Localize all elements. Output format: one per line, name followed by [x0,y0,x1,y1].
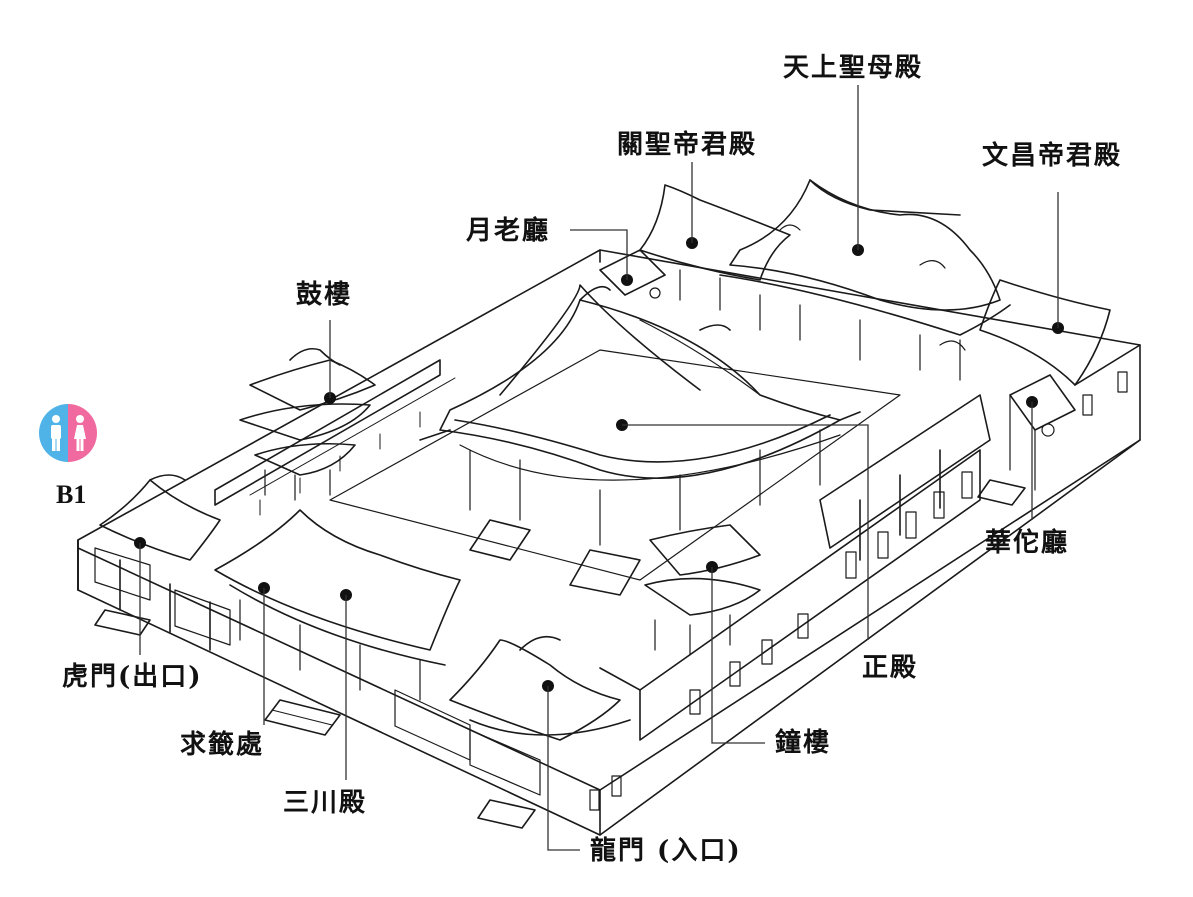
bell-tower [649,524,761,576]
leader-zhonglou [711,567,765,744]
female-figure-icon [74,415,86,451]
restroom-floor-label: B1 [56,480,87,509]
rear-hall-roof [729,179,1001,311]
label-tianshang: 天上聖母殿 [783,53,924,83]
label-humen: 虎門(出口) [62,662,203,692]
male-figure-icon [51,415,61,451]
label-qiuqian: 求籤處 [180,730,265,760]
label-sanchuan: 三川殿 [283,788,368,818]
label-gulou: 鼓樓 [296,280,353,310]
label-zhonglou: 鐘樓 [775,728,832,758]
leader-zhengdian [622,424,869,640]
label-yuelao: 月老廳 [466,216,551,246]
temple-illustration [77,179,1141,836]
leader-lines [139,85,1059,851]
label-guansheng: 關聖帝君殿 [617,130,758,160]
east-wing [639,449,981,741]
restroom-icon[interactable] [38,403,98,463]
leader-longmen [547,686,580,851]
label-huatuo: 華佗廳 [985,528,1070,558]
leader-yuelao [570,229,628,280]
label-longmen: 龍門 (入口) [590,836,742,866]
dragon-gate-roof [449,639,621,741]
tiger-gate-roof [99,479,221,561]
label-wenchang: 文昌帝君殿 [982,141,1123,171]
label-zhengdian: 正殿 [862,653,919,683]
front-hall-roof [214,509,461,651]
courtyard [329,349,901,581]
main-hall-roof [439,299,841,479]
